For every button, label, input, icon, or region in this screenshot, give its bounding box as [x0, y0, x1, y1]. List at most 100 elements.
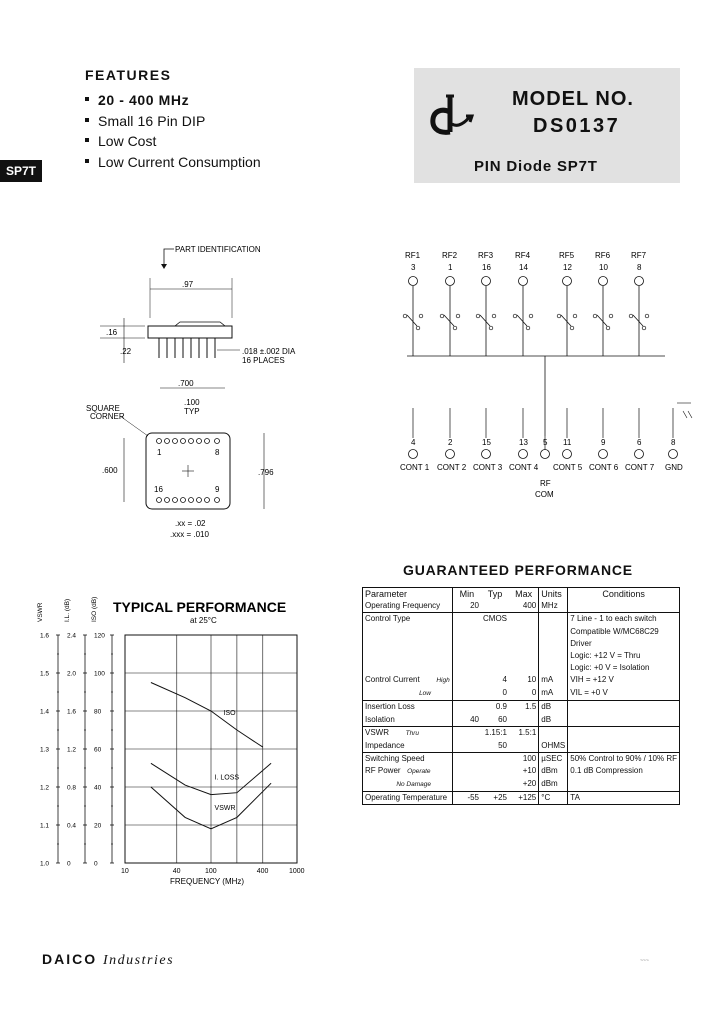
dim-pin-span: .700: [178, 379, 194, 388]
pin16-label: 16: [154, 485, 163, 494]
table-cell: 0: [509, 687, 540, 701]
table-cell: Operating Frequency: [362, 600, 453, 613]
bottom-pin: 13: [518, 408, 528, 459]
table-cell: [509, 662, 540, 675]
table-cell: [452, 662, 481, 674]
table-cell: [509, 637, 540, 650]
bottom-pin: 11: [562, 408, 572, 459]
table-cell: 50: [498, 740, 507, 750]
feature-item: 20 - 400 MHz: [85, 90, 261, 111]
bottom-pin: 8: [668, 408, 678, 459]
control-label: CONT 3: [473, 463, 503, 472]
table-cell: Insertion Loss: [362, 700, 453, 714]
pin-circle: [598, 449, 608, 459]
table-cell: [538, 725, 569, 740]
pin-number: 2: [448, 438, 453, 447]
table-cell: [538, 612, 569, 626]
pin-number: 9: [601, 438, 606, 447]
port-circle: [481, 276, 491, 286]
table-cell: 20: [470, 601, 479, 611]
table-cell: -55: [452, 791, 481, 805]
table-cell: [452, 650, 481, 662]
bullet-icon: [85, 97, 89, 102]
table-cell: 7 Line - 1 to each switch: [567, 612, 680, 626]
pin-circle: [481, 449, 491, 459]
rf-port-pin: 3: [411, 263, 416, 272]
pin-circle: [445, 449, 455, 459]
table-cell: 60: [498, 714, 507, 724]
table-cell: MHz: [538, 600, 569, 613]
pin-number: 4: [411, 438, 416, 447]
pin-circle: [634, 449, 644, 459]
tolerance-xxx: .xxx = .010: [170, 530, 209, 539]
pin-number: 6: [637, 438, 642, 447]
bullet-icon: [85, 117, 89, 122]
table-header-cell: Max: [509, 587, 540, 601]
y-tick-label: 0: [67, 861, 71, 868]
rf-port-pin: 8: [637, 263, 642, 272]
table-cell: +25: [481, 791, 509, 805]
rf-port-name: RF2: [442, 251, 458, 260]
table-cell: No Damage: [362, 778, 453, 792]
part-id-label: PART IDENTIFICATION: [175, 245, 261, 254]
y-tick-label: 1.5: [40, 671, 49, 678]
table-cell: mA: [538, 674, 569, 688]
pin-circle: [562, 449, 572, 459]
table-cell: OHMS: [538, 739, 569, 753]
table-cell: mA: [538, 687, 569, 701]
table-cell: [452, 751, 481, 766]
axis-label: VSWR: [37, 602, 44, 622]
y-tick-label: 1.1: [40, 823, 49, 830]
y-tick-label: 120: [94, 633, 105, 640]
series-label: VSWR: [215, 805, 236, 812]
control-label: CONT 6: [589, 463, 619, 472]
table-cell: Isolation: [362, 713, 453, 727]
y-tick-label: 80: [94, 709, 102, 716]
lead-places-label: 16 PLACES: [242, 356, 285, 365]
rf-port-name: RF1: [405, 251, 421, 260]
y-tick-label: 0: [94, 861, 98, 868]
table-cell: [452, 674, 481, 687]
control-label: GND: [665, 463, 683, 472]
rf-com-label: RF: [540, 479, 551, 488]
x-tick-label: 1000: [289, 868, 305, 875]
table-cell: [481, 600, 509, 613]
table-cell: [452, 612, 481, 626]
dim-lead: .22: [120, 347, 132, 356]
control-label: CONT 2: [437, 463, 467, 472]
table-cell: [509, 649, 540, 663]
table-cell: µSEC: [538, 751, 569, 766]
bottom-pin: 9: [598, 408, 608, 459]
x-tick-label: 400: [257, 868, 269, 875]
package-outline-drawing: PART IDENTIFICATION .97 .16 .22 .018 ±.0…: [86, 245, 296, 539]
table-cell: [538, 625, 569, 638]
control-label: CONT 4: [509, 463, 539, 472]
table-cell: Logic: +12 V = Thru: [570, 650, 641, 660]
table-cell: [452, 765, 481, 778]
y-tick-label: 1.6: [40, 633, 49, 640]
axis-label: ISO (dB): [91, 597, 98, 622]
pin-circle: [408, 449, 418, 459]
rf-port-pin: 14: [519, 263, 528, 272]
port-circle: [598, 276, 608, 286]
footer-brand: DAICO Industries: [42, 951, 175, 968]
bottom-pin: 6: [634, 408, 644, 459]
y-tick-label: 2.0: [67, 671, 76, 678]
table-cell: 1.15:1: [481, 725, 509, 740]
rf-port-name: RF5: [559, 251, 575, 260]
series-line-i-loss: [150, 762, 272, 796]
table-cell: [568, 740, 680, 753]
table-cell: [568, 714, 680, 727]
pin-number: 13: [519, 438, 528, 447]
daico-logo-icon: [430, 94, 475, 135]
